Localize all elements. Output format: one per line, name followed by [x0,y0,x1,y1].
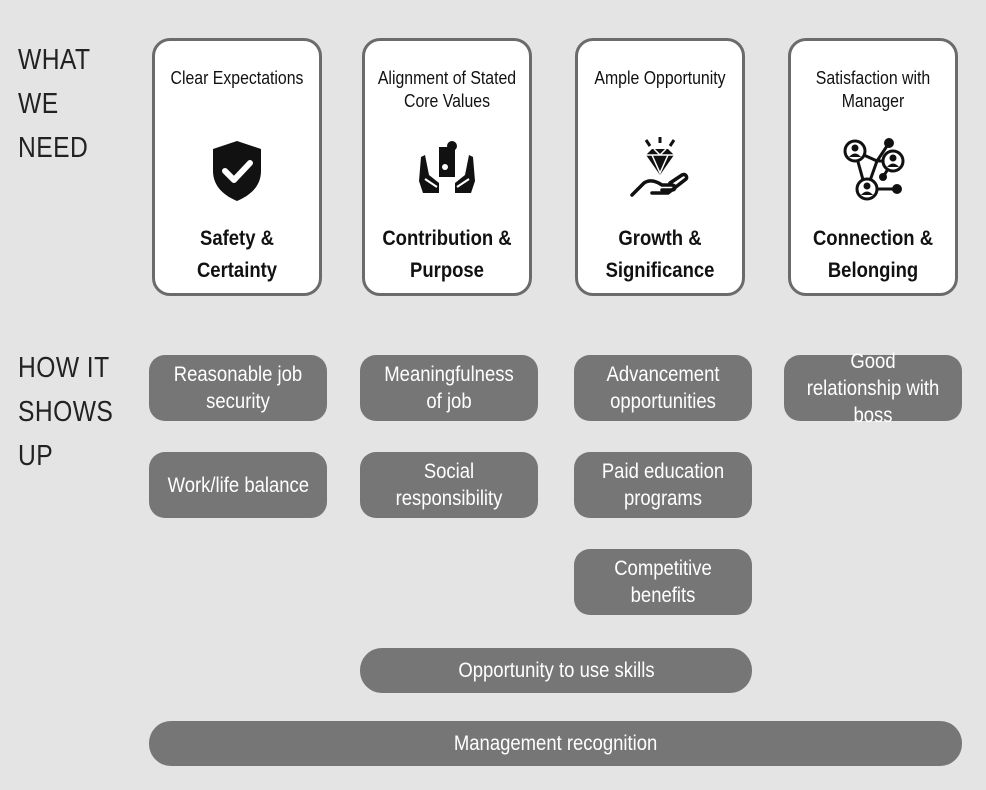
shield-check-icon [213,141,261,201]
pill-boss: Good relationship with boss [784,350,962,427]
pill-work-life: Work/life balance [149,452,327,518]
card-need-title: Ample Opportunity [594,68,726,88]
pill-label: Management recognition [453,732,658,755]
pill-job-security: Reasonable job security [149,355,327,421]
pill-benefits: Competitive benefits [574,549,752,615]
need-card-safety: Clear Expectations Safety & Certainty [152,38,322,296]
card-need-title: Clear Expectations [170,68,304,88]
pill-skills: Opportunity to use skills [360,648,752,693]
pill-label: Meaningfulness of job [384,363,514,413]
pill-label: Competitive benefits [614,557,712,607]
pill-education: Paid education programs [574,452,752,518]
how-it-shows-up-line-1: HOW IT [18,352,110,384]
how-it-shows-up-line-2: SHOWS [18,396,114,428]
card-outcome: Safety & Certainty [196,227,278,282]
card-outcome: Growth & Significance [605,227,715,282]
what-we-need-line-1: WHAT [18,44,91,76]
pill-label: Work/life balance [167,473,309,497]
pill-meaningfulness: Meaningfulness of job [360,355,538,421]
card-outcome: Contribution & Purpose [382,227,512,282]
hands-puzzle-icon [419,141,475,193]
pill-label: Opportunity to use skills [457,659,655,682]
pill-label: Reasonable job security [173,363,303,413]
need-card-growth: Ample Opportunity Growth & Significance [575,38,745,296]
pill-recognition: Management recognition [149,721,962,766]
how-it-shows-up-label: HOW IT SHOWS UP [18,346,114,478]
hand-diamond-icon [630,137,689,197]
pill-social: Social responsibility [360,452,538,518]
card-need-title: Alignment of Stated Core Values [377,68,517,111]
card-outcome: Connection & Belonging [812,227,934,282]
need-card-connection: Satisfaction with Manager Connection & B… [788,38,958,296]
how-it-shows-up-line-3: UP [18,440,54,472]
what-we-need-label: WHAT WE NEED [18,38,112,170]
need-card-contribution: Alignment of Stated Core Values Contribu… [362,38,532,296]
what-we-need-line-3: NEED [18,132,89,164]
card-need-title: Satisfaction with Manager [815,68,931,111]
pill-label: Advancement opportunities [606,363,720,413]
pill-label: Social responsibility [395,460,503,510]
pill-advancement: Advancement opportunities [574,355,752,421]
people-network-icon [843,138,905,201]
pill-label: Paid education programs [601,460,725,510]
what-we-need-line-2: WE [18,88,59,120]
pill-label: Good relationship with boss [806,349,940,427]
